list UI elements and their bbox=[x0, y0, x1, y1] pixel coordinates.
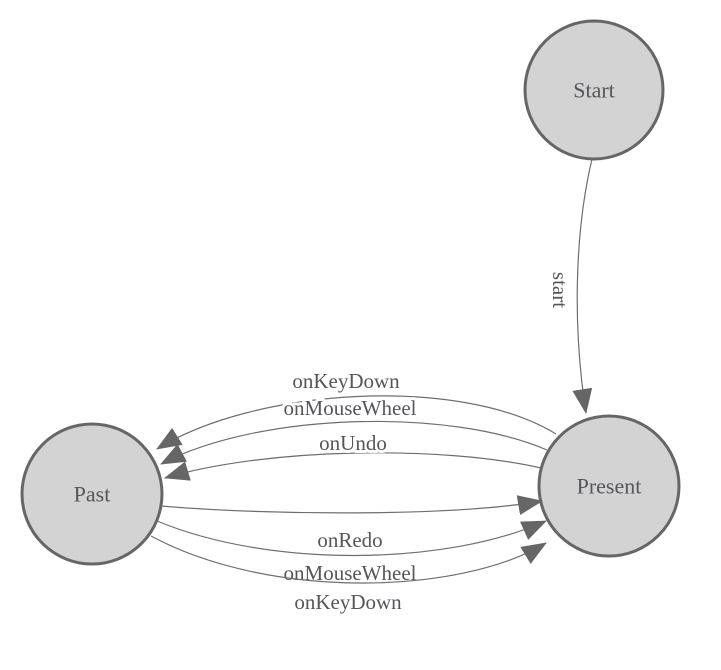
edge-label-onMouseWheel: onMouseWheel bbox=[284, 561, 417, 585]
edge-present-to-past bbox=[164, 452, 542, 481]
edge-present-to-past bbox=[156, 395, 557, 450]
edge-present-to-past bbox=[160, 420, 548, 465]
edge-past-to-present bbox=[150, 535, 547, 584]
edge-label-onMouseWheel: onMouseWheel bbox=[284, 396, 417, 420]
node-label-present: Present bbox=[577, 474, 642, 499]
node-label-past: Past bbox=[74, 482, 111, 507]
node-label-start: Start bbox=[573, 78, 615, 103]
node-present[interactable] bbox=[537, 414, 681, 558]
edge-past-to-present bbox=[156, 520, 547, 557]
node-start[interactable] bbox=[523, 19, 665, 161]
edge-label-start: start bbox=[548, 272, 572, 308]
edge-label-onRedo: onRedo bbox=[317, 528, 382, 552]
edge-start-to-present bbox=[572, 158, 593, 414]
edge-label-onKeyDown: onKeyDown bbox=[294, 590, 402, 614]
node-past[interactable] bbox=[20, 422, 164, 566]
edge-label-onKeyDown: onKeyDown bbox=[292, 369, 400, 393]
edge-past-to-present bbox=[160, 495, 543, 515]
edge-label-onUndo: onUndo bbox=[319, 431, 387, 455]
